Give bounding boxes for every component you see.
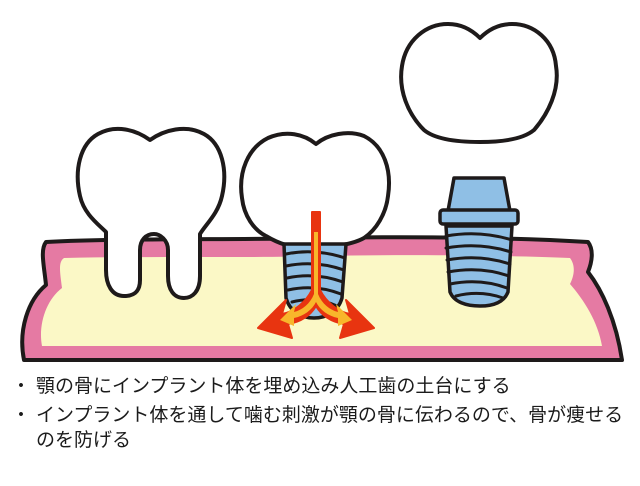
abutment-collar <box>438 208 520 226</box>
note-item: ・ 顎の骨にインプラント体を埋め込み人工歯の土台にする <box>6 374 638 399</box>
explanation-notes: ・ 顎の骨にインプラント体を埋め込み人工歯の土台にする ・ インプラント体を通し… <box>6 374 638 457</box>
separate-implant <box>438 176 520 308</box>
stimulus-arrow <box>257 211 375 339</box>
note-text: インプラント体を通して噛む刺激が顎の骨に伝わるので、骨が痩せるのを防げる <box>36 404 624 451</box>
bullet-mark: ・ <box>11 375 31 397</box>
note-item: ・ インプラント体を通して噛む刺激が顎の骨に伝わるので、骨が痩せるのを防げる <box>6 403 638 453</box>
natural-tooth <box>75 126 227 300</box>
dental-implant-illustration <box>20 22 624 362</box>
note-text: 顎の骨にインプラント体を埋め込み人工歯の土台にする <box>36 375 511 397</box>
bullet-mark: ・ <box>11 404 31 426</box>
artificial-crown <box>399 22 559 144</box>
